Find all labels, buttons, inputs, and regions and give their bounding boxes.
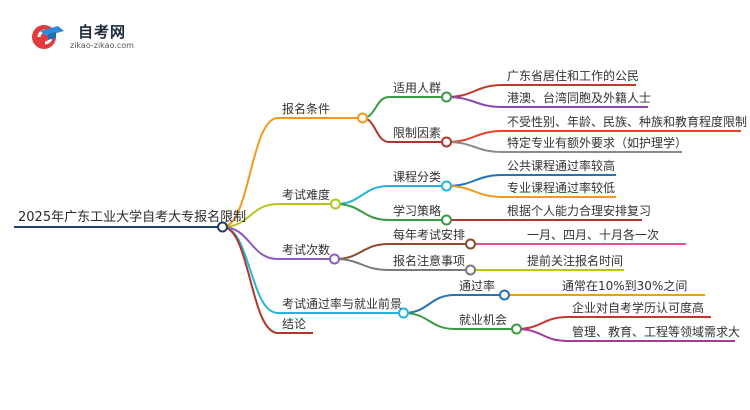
connector-b1s1l1 (446, 84, 504, 98)
site-name: 自考网 (78, 23, 127, 41)
node-dot-b3 (329, 253, 340, 265)
leaf-label-guangdong-citizens: 广东省居住和工作的公民 (507, 69, 640, 83)
sub-label-course-categories: 课程分类 (393, 170, 442, 184)
connector-b2s1l2 (446, 185, 504, 198)
connector-b4s2l1 (516, 316, 569, 330)
leaf-label-exam-months: 一月、四月、十月各一次 (527, 228, 660, 242)
site-logo[interactable]: 自考网 zikao-zikao.com (30, 20, 140, 54)
node-dot-b4s1 (499, 289, 510, 301)
connector-b5 (222, 226, 279, 334)
leaf-label-major-courses: 专业课程通过率较低 (507, 181, 616, 195)
sub-label-annual-schedule: 每年考试安排 (393, 228, 466, 242)
connector-b1 (222, 117, 279, 228)
edge-group (14, 84, 741, 342)
sub-label-registration-notes: 报名注意事项 (393, 254, 466, 268)
node-group (217, 91, 522, 335)
connector-b2s2 (335, 203, 390, 221)
connector-b2s1l1 (446, 174, 504, 187)
node-dot-root (217, 221, 228, 233)
connector-b2s1 (335, 185, 390, 205)
leaf-label-recognition: 企业对自考学历认可度高 (572, 301, 705, 315)
connector-b1s2l2 (446, 141, 504, 153)
connector-b4s2l2 (516, 328, 569, 342)
connector-b1s1l2 (446, 96, 504, 108)
branch-label-conclusion: 结论 (282, 317, 307, 331)
node-dot-b4 (398, 307, 409, 319)
connector-b4s2 (403, 312, 456, 330)
root-label: 2025年广东工业大学自考大专报名限制 (18, 210, 247, 225)
leaf-label-review-plan: 根据个人能力合理安排复习 (507, 204, 652, 218)
leaf-label-no-restrictions: 不受性别、年龄、民族、种族和教育程度限制 (507, 115, 748, 129)
sub-label-pass-rate: 通过率 (459, 279, 496, 293)
connector-b1s2l1 (446, 130, 504, 143)
branch-label-pass-rate-employment: 考试通过率与就业前景 (282, 297, 403, 311)
site-url: zikao-zikao.com (70, 41, 134, 50)
node-dot-b1s2 (441, 136, 452, 148)
node-dot-b3s1 (465, 238, 476, 250)
branch-label-registration: 报名条件 (282, 102, 331, 116)
connector-b3 (222, 226, 279, 260)
node-dot-b4s2 (511, 323, 522, 335)
node-dot-b3s2 (465, 264, 476, 276)
leaf-label-pass-rate-range: 通常在10%到30%之间 (562, 279, 688, 293)
leaf-label-hk-macao-taiwan: 港澳、台湾同胞及外籍人士 (507, 91, 652, 105)
branch-label-exam-difficulty: 考试难度 (282, 188, 331, 202)
sub-label-applicable-people: 适用人群 (393, 81, 442, 95)
connector-b3s2 (334, 258, 390, 271)
leaf-label-watch-dates: 提前关注报名时间 (527, 254, 624, 268)
connector-b4 (222, 226, 279, 314)
connector-b4s1 (403, 294, 456, 314)
sub-label-study-strategy: 学习策略 (393, 204, 442, 218)
graduation-cap-logo-icon (32, 25, 64, 49)
node-dot-b2s1 (441, 180, 452, 192)
connector-b3s1 (334, 243, 390, 260)
node-dot-b2 (330, 198, 341, 210)
leaf-label-public-courses: 公共课程通过率较高 (507, 159, 616, 173)
sub-label-job-opportunities: 就业机会 (459, 313, 508, 327)
sub-label-restriction-factors: 限制因素 (393, 126, 442, 140)
leaf-label-field-demand: 管理、教育、工程等领域需求大 (572, 325, 741, 339)
node-dot-b1s1 (441, 91, 452, 103)
leaf-label-special-majors: 特定专业有额外要求（如护理学） (507, 136, 688, 150)
node-dot-b1 (357, 112, 368, 124)
node-dot-b2s2 (441, 214, 452, 226)
branch-label-exam-times: 考试次数 (282, 243, 331, 257)
connector-b2 (222, 203, 279, 228)
